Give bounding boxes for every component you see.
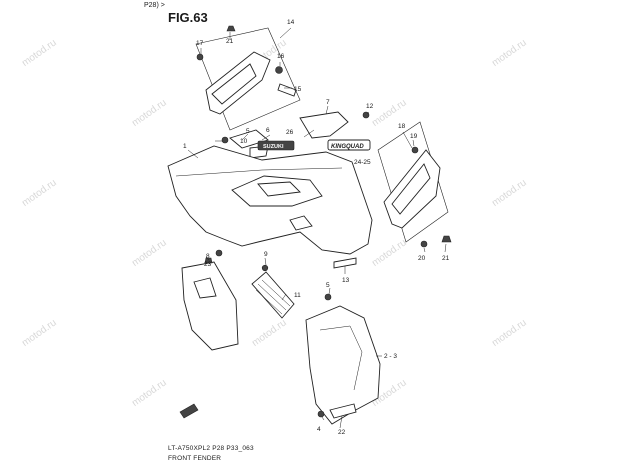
callout-5: 5 <box>246 128 250 135</box>
callout-4: 4 <box>317 426 321 433</box>
bolt-part-8[interactable] <box>215 249 223 257</box>
screw-part[interactable] <box>196 53 204 61</box>
small-decal-part[interactable] <box>179 403 199 419</box>
model-code: LT-A750XPL2 P28 P33_063 <box>168 445 254 452</box>
mesh-grille-part[interactable] <box>251 271 295 319</box>
kingquad-decal-text: KINGQUAD <box>331 144 364 150</box>
clip-part-23[interactable] <box>204 257 213 264</box>
figure-title: FIG.63 <box>168 10 208 25</box>
callout-16: 16 <box>277 53 285 60</box>
callout-21-right: 21 <box>442 255 450 262</box>
grommet-part-9[interactable] <box>261 264 269 272</box>
nav-back-link[interactable]: P28) > <box>144 2 165 9</box>
callout-7: 7 <box>326 99 330 106</box>
mesh-grille-lines <box>255 279 291 315</box>
callout-9: 9 <box>264 251 268 258</box>
kingquad-decal[interactable] <box>327 139 371 151</box>
trim-strip-part[interactable] <box>333 257 357 269</box>
callout-26: 26 <box>286 129 294 136</box>
screw-part-4[interactable] <box>317 410 325 418</box>
grommet-part-19[interactable] <box>411 146 419 154</box>
trim-part-22[interactable] <box>329 403 357 419</box>
callout-15: 15 <box>294 86 302 93</box>
screw-part-20[interactable] <box>420 240 428 248</box>
callout-10: 10 <box>240 138 248 145</box>
storage-lid-part[interactable] <box>299 111 349 139</box>
clip-part[interactable] <box>226 25 236 32</box>
callout-19: 19 <box>410 133 418 140</box>
left-side-cover-inner <box>211 63 257 105</box>
callout-8: 8 <box>206 253 210 260</box>
callout-20: 20 <box>418 255 426 262</box>
callout-2-3: 2 - 3 <box>384 353 397 360</box>
fender-vent <box>289 215 313 231</box>
clip-part-21[interactable] <box>441 235 452 243</box>
callout-21: 21 <box>226 38 234 45</box>
leader-lines <box>187 27 447 429</box>
callout-11: 11 <box>294 292 301 299</box>
mud-flap-part[interactable] <box>181 261 239 351</box>
callout-14: 14 <box>287 19 295 26</box>
inner-fender-part[interactable] <box>305 305 381 425</box>
callout-5-lower: 5 <box>326 282 330 289</box>
cover-plate-part[interactable] <box>229 129 269 149</box>
callout-18: 18 <box>398 123 406 130</box>
callout-6: 6 <box>266 127 270 134</box>
fender-tray <box>257 181 301 197</box>
figure-caption: FRONT FENDER <box>168 455 222 462</box>
mud-flap-window <box>193 277 217 299</box>
callout-13: 13 <box>342 277 350 284</box>
callout-12: 12 <box>366 103 374 110</box>
callout-23: 23 <box>204 261 212 268</box>
grommet-part[interactable] <box>275 66 283 74</box>
suzuki-decal-text: SUZUKI <box>263 144 284 150</box>
callout-1: 1 <box>183 143 187 150</box>
callout-24-25: 24-25 <box>354 159 371 166</box>
fender-ridge-line <box>175 167 343 177</box>
callout-17: 17 <box>196 40 204 47</box>
clip-part-5[interactable] <box>324 293 332 301</box>
inner-fender-ridge <box>319 325 363 391</box>
callout-22: 22 <box>338 429 346 436</box>
right-side-cover-inner <box>391 163 431 215</box>
suzuki-decal[interactable] <box>257 140 295 151</box>
bolt-part[interactable] <box>221 136 229 144</box>
